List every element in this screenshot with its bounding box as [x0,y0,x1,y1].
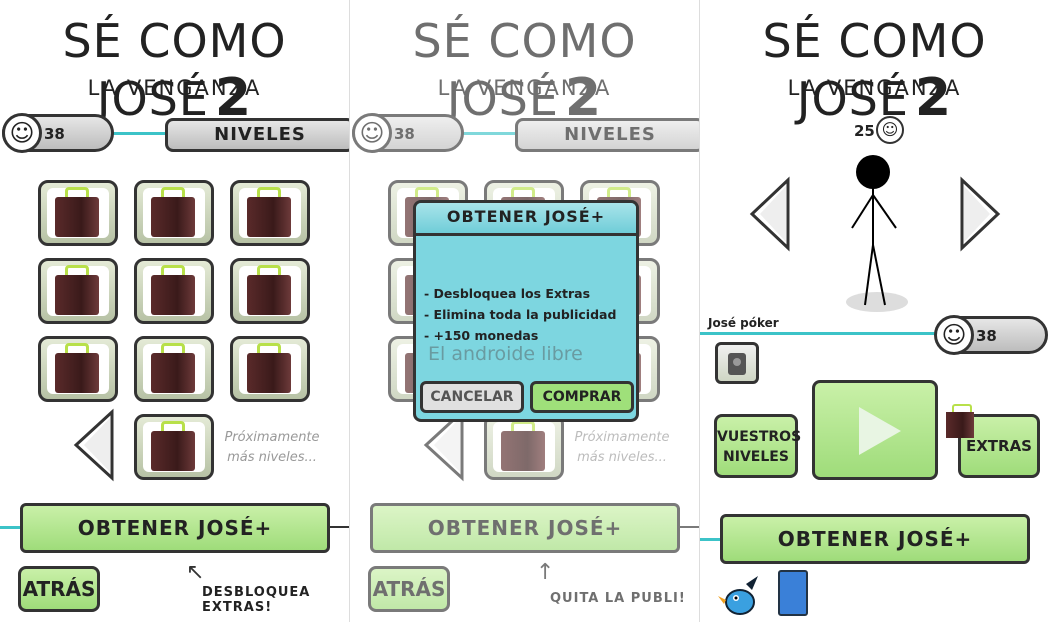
bag-icon [247,275,291,315]
buy-button[interactable]: COMPRAR [530,381,634,413]
level-tile[interactable] [230,336,310,402]
level-tile[interactable] [484,414,564,480]
bag-icon [247,197,291,237]
bag-icon [55,353,99,393]
watermark: El androide libre [428,343,583,365]
level-tile[interactable] [134,336,214,402]
dialog-title: OBTENER JOSÉ+ [416,203,636,236]
coin-count: 38 [44,125,65,143]
bag-icon [55,197,99,237]
divider [700,538,722,541]
level-tile[interactable] [134,414,214,480]
divider [349,0,350,622]
bag-icon [151,197,195,237]
book-icon[interactable] [778,570,808,616]
divider [110,132,168,135]
right-arrow-icon[interactable] [958,176,1002,252]
level-tile[interactable] [38,180,118,246]
dialog-benefits: - Desbloquea los Extras - Elimina toda l… [424,283,616,346]
level-tile[interactable] [134,180,214,246]
bag-icon [151,275,195,315]
left-arrow-icon[interactable] [748,176,792,252]
level-tile[interactable] [230,258,310,324]
bag-icon [55,275,99,315]
divider [0,526,22,529]
divider [699,0,700,622]
character-name: José póker [708,316,779,330]
smiley-coin-icon: ☺ [352,113,392,153]
divider [700,332,940,335]
purchase-dialog: OBTENER JOSÉ+ - Desbloquea los Extras - … [413,200,639,422]
hint-arrow-icon: ↑ [536,560,555,585]
divider [460,132,518,135]
smiley-coin-icon: ☺ [876,116,904,144]
play-icon [859,407,901,455]
coin-count: 38 [976,327,997,345]
get-plus-button[interactable]: OBTENER JOSÉ+ [20,503,330,553]
play-button[interactable] [812,380,938,480]
benefit-line: - Desbloquea los Extras [424,286,591,301]
coin-count: 38 [394,125,415,143]
game-subtitle: LA VENGANZA [787,76,962,100]
level-tile[interactable] [38,336,118,402]
divider [678,526,699,528]
bag-icon [946,404,976,440]
game-subtitle: LA VENGANZA [87,76,262,100]
bird-icon[interactable] [718,574,762,618]
level-tile[interactable] [230,180,310,246]
hint-text: QUITA LA PUBLI! [550,591,686,606]
divider [328,526,349,528]
bag-icon [151,353,195,393]
back-button[interactable]: ATRÁS [18,566,100,612]
bag-icon [501,431,545,471]
get-plus-button[interactable]: OBTENER JOSÉ+ [370,503,680,553]
speaker-icon[interactable] [715,342,759,384]
benefit-line: - +150 monedas [424,328,539,343]
tab-levels[interactable]: NIVELES [515,118,699,152]
game-subtitle: LA VENGANZA [437,76,612,100]
benefit-line: - Elimina toda la publicidad [424,307,617,322]
hint-arrow-icon: ↖ [186,560,205,585]
hint-text: DESBLOQUEA EXTRAS! [202,585,311,615]
smiley-coin-icon: ☺ [934,315,974,355]
level-tile[interactable] [38,258,118,324]
smiley-coin-icon: ☺ [2,113,42,153]
tab-levels[interactable]: NIVELES [165,118,349,152]
bag-icon [247,353,291,393]
back-button[interactable]: ATRÁS [368,566,450,612]
get-plus-button[interactable]: OBTENER JOSÉ+ [720,514,1030,564]
stickman-character [851,155,897,306]
character-shadow [846,292,908,312]
bag-icon [151,431,195,471]
left-arrow-icon[interactable] [422,408,466,482]
character-price: 25 [854,122,875,140]
left-arrow-icon[interactable] [72,408,116,482]
extras-button[interactable]: EXTRAS [958,414,1040,478]
level-tile[interactable] [134,258,214,324]
cancel-button[interactable]: CANCELAR [420,381,524,413]
